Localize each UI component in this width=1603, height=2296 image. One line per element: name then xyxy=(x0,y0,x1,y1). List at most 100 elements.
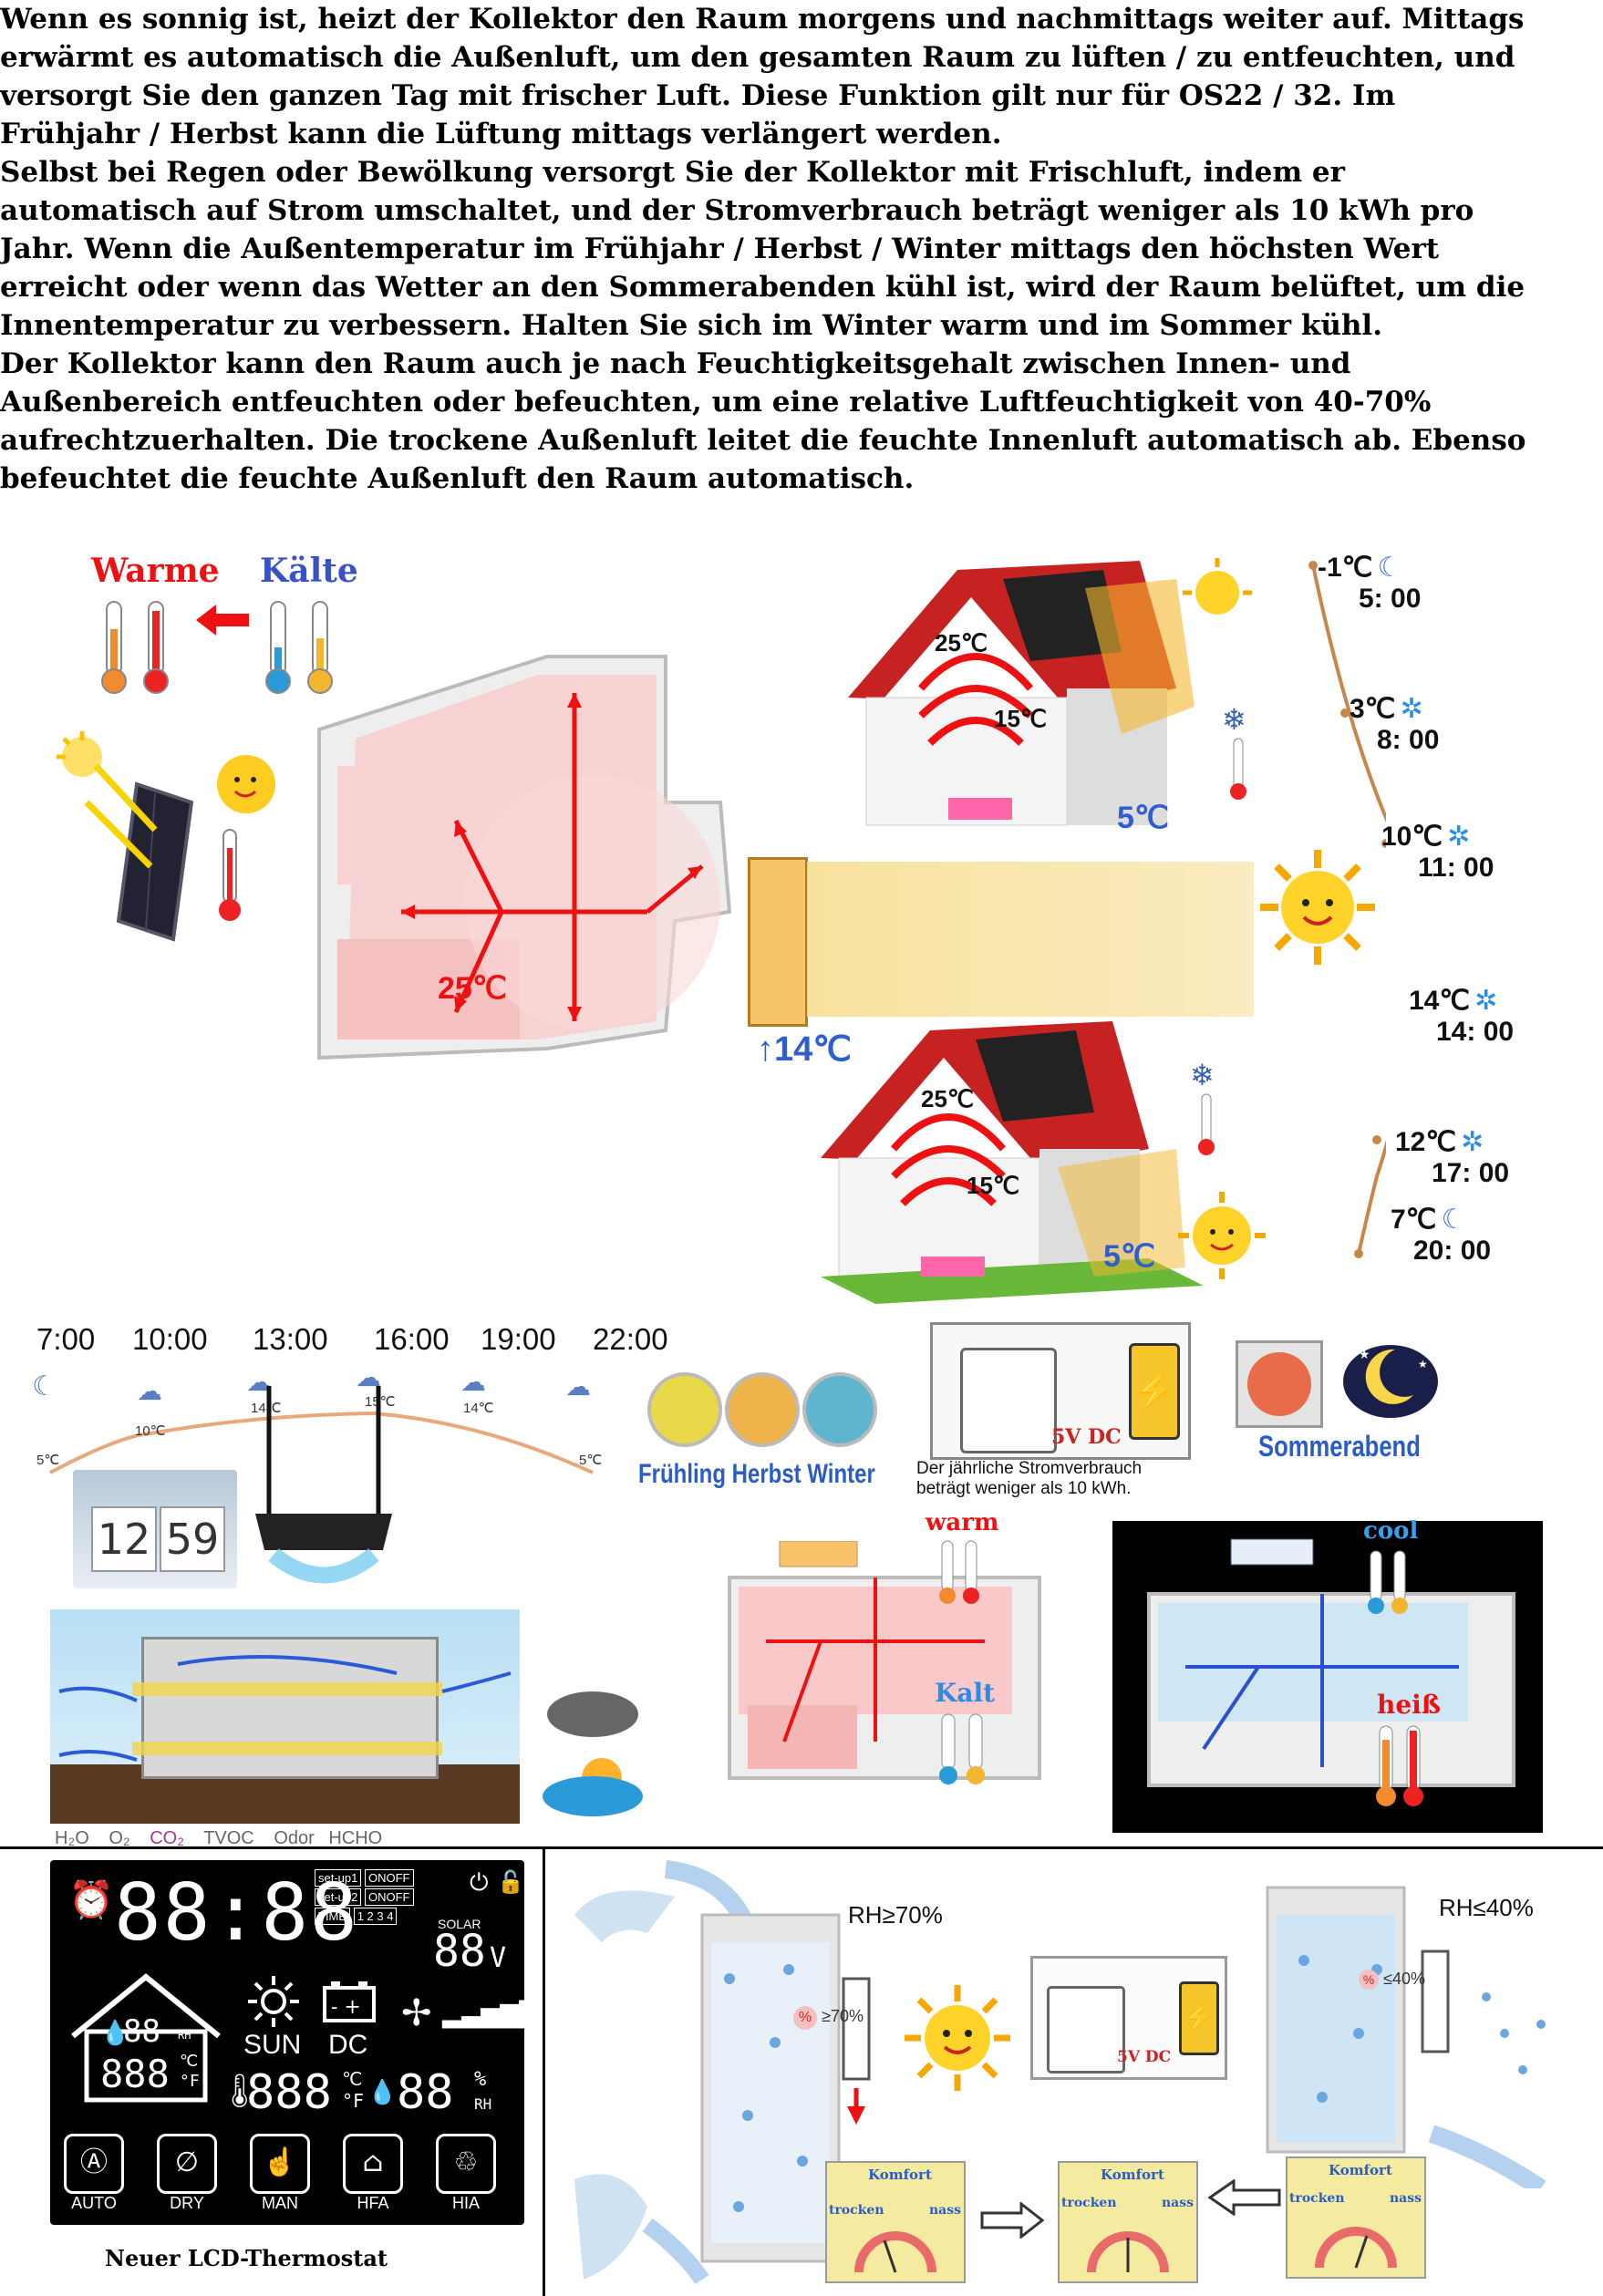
timeline-time: 14: 00 xyxy=(1436,1017,1515,1047)
power-caption-line1: Der jährliche Stromverbrauch xyxy=(916,1459,1143,1478)
sunbeam-band xyxy=(807,862,1254,1017)
plug-icon: ⏻ xyxy=(470,1869,489,1897)
house-bottom: 25℃ 15℃ xyxy=(821,1012,1204,1304)
adapter-voltage-label: 5V DC xyxy=(1117,2048,1172,2066)
summer-icon xyxy=(1236,1340,1323,1428)
house-top-cool-label: 15℃ xyxy=(994,705,1048,732)
gauge-dry-label: trocken xyxy=(1061,2196,1117,2210)
rh-low-badge: % ≤40% xyxy=(1359,1970,1425,1990)
section-divider-vertical xyxy=(543,1849,545,2296)
svg-text:❄: ❄ xyxy=(1222,702,1246,737)
onoff-label: ONOFF xyxy=(365,1888,414,1906)
comfort-gauge-right: Komfort trocken nass xyxy=(1286,2156,1426,2279)
signal-bars-icon: ▂▃▅▆▇ xyxy=(442,1997,540,2029)
snowflake-icon: ✲ xyxy=(1400,693,1423,725)
legend: Warme Kälte xyxy=(87,547,388,702)
ventilator-device-icon xyxy=(255,1386,392,1584)
percent-label: % xyxy=(474,2068,487,2091)
clock-hours: 12 xyxy=(91,1506,157,1572)
inlet-temp-label: ↑14℃ xyxy=(757,1029,852,1070)
deg-c-label: ℃ xyxy=(342,2068,363,2090)
snowflake-icon: ✲ xyxy=(1461,1126,1484,1158)
lcd-clock: 88:88 xyxy=(114,1867,359,1959)
mode-label-hfa: HFA xyxy=(357,2194,389,2212)
intro-paragraph-2: Selbst bei Regen oder Bewölkung versorgt… xyxy=(0,156,1525,342)
timeline-entry: 3℃ ✲ 8: 00 xyxy=(1350,693,1505,756)
timeline-curve xyxy=(1308,561,1386,1258)
solar-panel-icon xyxy=(57,731,275,942)
svg-text:☁: ☁ xyxy=(137,1376,162,1406)
rh-label: RH xyxy=(474,2095,492,2113)
setup-panel: set-up1 ONOFF set-up2 ONOFF TIME 1 2 3 4 xyxy=(315,1869,460,1925)
pollutant-item: Odor xyxy=(274,1828,315,1848)
thermometer-warm-icon xyxy=(939,1540,979,1604)
rh-low-label: RH≤40% xyxy=(1439,1894,1534,1921)
snowflake-icon: ✲ xyxy=(1474,985,1498,1017)
adapter-voltage-label: 5V DC xyxy=(1051,1425,1122,1449)
warm-room-diagram: warm Kalt xyxy=(711,1509,1058,1805)
battery-icon: ⚡ xyxy=(1179,1981,1219,2055)
house-outline-icon xyxy=(71,1973,221,2103)
timeline-time: 20: 00 xyxy=(1413,1236,1492,1266)
hour-label: 13:00 xyxy=(253,1322,328,1356)
pollutant-legend: H₂O O₂ CO₂ TVOC Odor HCHO xyxy=(55,1828,529,1849)
sun-small-icon xyxy=(1178,1192,1266,1279)
outdoor-temp: 888 xyxy=(246,2065,332,2120)
hour-label: 19:00 xyxy=(481,1322,556,1356)
timeline-temp: 14℃ xyxy=(1409,986,1471,1016)
solar-value: 88 xyxy=(433,1926,486,1977)
timeline-entry: 7℃ ☾ 20: 00 xyxy=(1391,1204,1546,1267)
setup1-label: set-up1 xyxy=(315,1869,362,1887)
gauge-wet-label: nass xyxy=(1162,2196,1194,2210)
alarm-clock-icon: ⏰ xyxy=(68,1879,114,1921)
floorplan-heating-diagram: 25℃ xyxy=(317,655,732,1060)
clock-minutes: 59 xyxy=(160,1506,225,1572)
pollutant-item: TVOC xyxy=(203,1828,254,1848)
timeline-temp: -1℃ xyxy=(1318,553,1373,583)
warm-room-floorplan xyxy=(728,1541,1041,1780)
mode-label-man: MAN xyxy=(262,2194,298,2212)
man-button[interactable]: ☝ xyxy=(250,2134,310,2194)
pollutant-item: CO₂ xyxy=(150,1828,184,1848)
gauge-dial-icon xyxy=(1315,2227,1397,2269)
humidity-percent-icon: % xyxy=(1359,1970,1379,1990)
rh-label: RH xyxy=(178,2029,191,2042)
hfa-button[interactable]: ⌂ xyxy=(343,2134,403,2194)
night-moon-icon: ★★ xyxy=(1343,1345,1438,1418)
cool-label: cool xyxy=(1363,1517,1419,1545)
house-top-outside-temp: 5℃ xyxy=(1117,801,1170,835)
battery-icon: ⚡ xyxy=(1129,1343,1180,1440)
moon-icon: ☾ xyxy=(1441,1204,1466,1236)
timeline-time: 11: 00 xyxy=(1418,853,1494,883)
thermometer-hot-icon xyxy=(1376,1725,1423,1806)
timeline-temp: 3℃ xyxy=(1350,694,1396,724)
auto-button[interactable]: Ⓐ xyxy=(64,2134,124,2194)
rh-high-label: RH≥70% xyxy=(848,1901,943,1929)
thermometer-cold-icon xyxy=(1368,1550,1408,1614)
solar-unit: V xyxy=(490,1942,507,1974)
power-adapter: ⚡ 5V DC xyxy=(930,1322,1191,1460)
house-icon xyxy=(848,561,1194,826)
sun-icon xyxy=(248,1976,299,2027)
rh-high-value: ≥70% xyxy=(822,2007,864,2025)
hia-button[interactable]: ♲ xyxy=(436,2134,496,2194)
intro-text: Wenn es sonnig ist, heizt der Kollektor … xyxy=(0,0,1532,498)
snowflake-thermometer-icon: ❄ xyxy=(1222,702,1246,800)
daily-hours: 7:00 10:00 13:00 16:00 19:00 22:00 xyxy=(36,1322,693,1359)
svg-text:- +: - + xyxy=(331,1996,361,2019)
sun-label: SUN xyxy=(243,2030,302,2060)
gauge-dry-label: trocken xyxy=(1289,2191,1345,2206)
gauge-dial-icon xyxy=(1087,2231,1169,2273)
timeline-entry: 14℃ ✲ 14: 00 xyxy=(1409,985,1564,1048)
svg-text:☁: ☁ xyxy=(565,1371,591,1401)
dry-button[interactable]: ∅ xyxy=(157,2134,217,2194)
house-top-hot-label: 25℃ xyxy=(935,629,988,657)
solar-label: SOLAR xyxy=(438,1917,481,1931)
lcd-thermostat: ⏰ 88:88 set-up1 ONOFF set-up2 ONOFF TIME… xyxy=(50,1860,540,2225)
sun-icon xyxy=(1260,850,1375,965)
power-caption-line2: beträgt weniger als 10 kWh. xyxy=(916,1479,1132,1498)
section-divider-horizontal xyxy=(0,1846,1603,1849)
daily-temperature-curve: ☾ ☁ ☁ ☁ ☁ ☁ xyxy=(32,1362,594,1474)
time-label: TIME xyxy=(315,1908,351,1925)
gauge-dry-label: trocken xyxy=(829,2203,884,2218)
